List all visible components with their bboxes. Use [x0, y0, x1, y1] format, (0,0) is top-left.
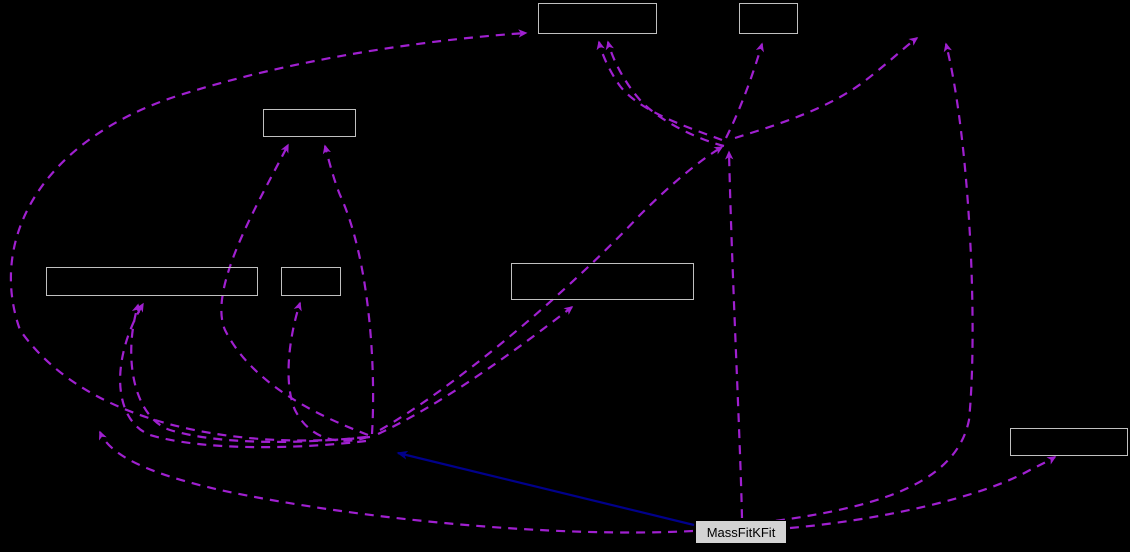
edge-junction-to-mid-junction — [379, 146, 724, 431]
edge-junction-to-box5 — [287, 301, 369, 442]
edge-massfitkfit-to-junction-low — [98, 430, 694, 534]
node-box-n5[interactable] — [281, 267, 341, 296]
node-label — [512, 264, 693, 299]
edge-mid-junction-to-top-box-a — [596, 40, 723, 142]
edge-massfitkfit-inheritance-solid — [396, 450, 695, 527]
edge-junction-to-top-box — [9, 29, 528, 442]
node-box-n2[interactable] — [739, 3, 798, 34]
edge-massfitkfit-to-box7 — [789, 456, 1057, 530]
node-label — [264, 110, 355, 136]
edge-junction-to-box6 — [377, 306, 574, 435]
edge-massfitkfit-to-mid-junction — [724, 150, 744, 519]
edge-mid-junction-to-right-junction — [734, 37, 919, 140]
node-box-n4[interactable] — [46, 267, 258, 296]
edge-junction-to-box4-b — [119, 302, 367, 449]
edge-group-dashed — [9, 29, 1057, 534]
node-label — [47, 268, 257, 295]
edge-junction-to-box3-left — [220, 143, 369, 437]
edge-mid-junction-to-top-box-b — [605, 40, 725, 148]
edge-massfitkfit-to-right-junction — [759, 42, 974, 525]
node-label — [539, 4, 656, 33]
edge-junction-to-box3-right — [322, 144, 375, 435]
edge-junction-to-box4-a — [130, 303, 367, 443]
node-box-n6[interactable] — [511, 263, 694, 300]
node-massfitkfit[interactable]: MassFitKFit — [695, 520, 787, 544]
node-label — [1011, 429, 1127, 455]
node-box-n3[interactable] — [263, 109, 356, 137]
node-label: MassFitKFit — [706, 524, 776, 540]
node-label — [282, 268, 340, 295]
node-label — [740, 4, 797, 33]
node-box-n1[interactable] — [538, 3, 657, 34]
edge-mid-junction-to-box2 — [725, 42, 764, 139]
node-box-n7[interactable] — [1010, 428, 1128, 456]
